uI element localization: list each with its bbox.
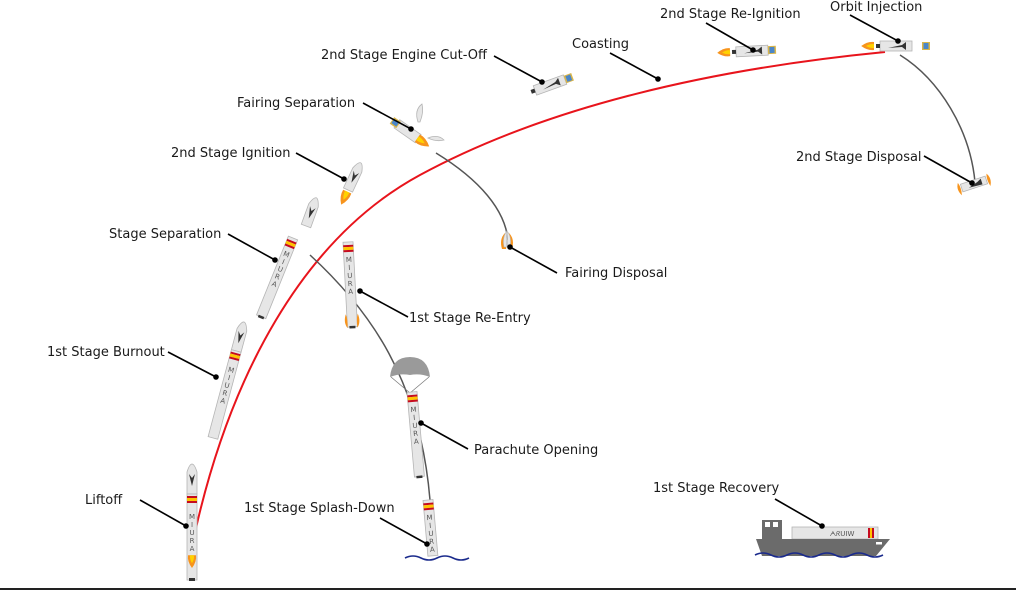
svg-text:A: A <box>190 545 195 553</box>
event-fairing-disposal: Fairing Disposal <box>507 244 667 281</box>
event-label: Coasting <box>572 37 629 52</box>
svg-text:I: I <box>429 522 432 530</box>
rocket-stage-separation-lower <box>256 236 298 320</box>
event-label: Orbit Injection <box>830 0 922 15</box>
svg-text:ᗅᖇᑌIW: ᗅᖇᑌIW <box>830 530 855 538</box>
event-label: Fairing Separation <box>237 96 355 111</box>
event-second-stage-engine-cut-off: 2nd Stage Engine Cut-Off <box>321 48 545 85</box>
rocket-splash-down: M I U R A <box>422 499 439 557</box>
rocket-parachute-descent <box>407 392 425 479</box>
event-first-stage-recovery: 1st Stage Recovery <box>653 481 825 529</box>
svg-text:R: R <box>190 537 195 545</box>
event-coasting: Coasting <box>572 37 661 82</box>
svg-text:I: I <box>191 521 193 529</box>
rocket-second-stage-ignition <box>336 160 366 207</box>
svg-text:M: M <box>189 513 195 521</box>
event-fairing-separation: Fairing Separation <box>237 96 414 132</box>
rocket-stage-separation-upper <box>300 195 322 229</box>
svg-text:I: I <box>227 374 231 382</box>
fairing-half-bottom <box>427 136 445 142</box>
recovery-water <box>754 552 884 558</box>
rocket-burnout: M I U R A <box>207 320 250 440</box>
event-first-stage-burnout: 1st Stage Burnout <box>47 345 219 380</box>
fairing-descent-path <box>435 152 509 241</box>
svg-text:R: R <box>221 389 228 398</box>
event-first-stage-re-entry: 1st Stage Re-Entry <box>357 288 531 326</box>
rocket-first-stage-re-entry <box>341 242 360 329</box>
event-parachute-opening: Parachute Opening <box>418 420 598 458</box>
svg-text:R: R <box>429 538 435 546</box>
event-second-stage-disposal: 2nd Stage Disposal <box>796 150 975 186</box>
event-liftoff: Liftoff <box>85 493 189 529</box>
event-label: 1st Stage Re-Entry <box>409 311 531 326</box>
event-label: 2nd Stage Ignition <box>171 146 290 161</box>
event-label: Stage Separation <box>109 227 221 242</box>
ascent-trajectory <box>195 51 886 529</box>
event-label: 2nd Stage Disposal <box>796 150 922 165</box>
svg-text:U: U <box>428 530 434 538</box>
event-stage-separation: Stage Separation <box>109 227 278 263</box>
rocket-liftoff: M I U R A <box>186 463 198 581</box>
event-first-stage-splash-down: 1st Stage Splash-Down <box>244 501 430 547</box>
svg-text:A: A <box>219 397 226 406</box>
event-orbit-injection: Orbit Injection <box>830 0 922 44</box>
event-second-stage-re-ignition: 2nd Stage Re-Ignition <box>660 7 801 53</box>
event-label: Parachute Opening <box>474 443 598 458</box>
svg-text:A: A <box>430 546 436 554</box>
event-label: Liftoff <box>85 493 123 508</box>
fairing-half-top <box>416 103 424 123</box>
event-label: 2nd Stage Engine Cut-Off <box>321 48 488 63</box>
second-stage-descent-path <box>899 54 976 183</box>
svg-text:U: U <box>189 529 194 537</box>
event-second-stage-ignition: 2nd Stage Ignition <box>171 146 347 182</box>
event-label: 2nd Stage Re-Ignition <box>660 7 801 22</box>
event-label: 1st Stage Burnout <box>47 345 165 360</box>
payload-orbit <box>922 42 930 50</box>
event-label: 1st Stage Recovery <box>653 481 780 496</box>
recovery-ship: ᗅᖇᑌIW <box>756 520 890 556</box>
parachute <box>390 357 430 394</box>
svg-text:U: U <box>223 381 230 390</box>
svg-text:M: M <box>426 514 433 522</box>
rocket-orbit-injection <box>861 40 913 52</box>
first-stage-descent-path <box>309 254 431 501</box>
rocket-engine-cut-off <box>528 73 574 98</box>
event-label: 1st Stage Splash-Down <box>244 501 395 516</box>
svg-text:M: M <box>227 366 235 375</box>
event-label: Fairing Disposal <box>565 266 667 281</box>
splashdown-water <box>404 555 470 561</box>
